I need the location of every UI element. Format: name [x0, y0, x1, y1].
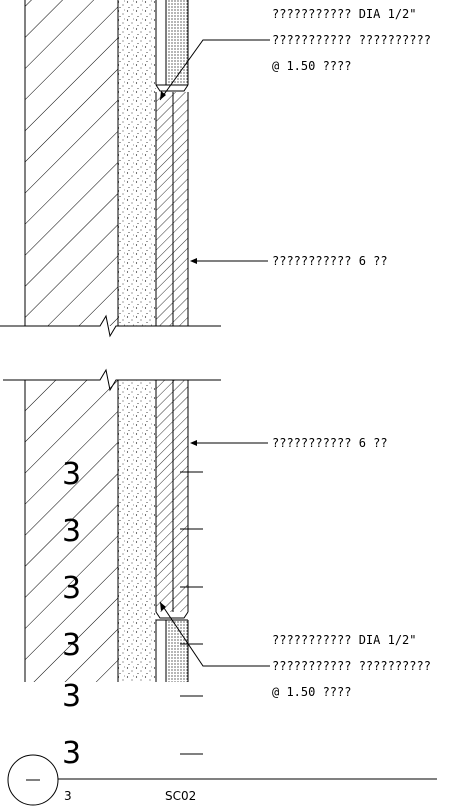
label-top-dowel: ??????????? DIA 1/2": [272, 7, 417, 21]
label-top-spacing: @ 1.50 ????: [272, 59, 351, 73]
concrete-fill-lower: [118, 380, 156, 682]
concrete-fill-upper: [118, 0, 156, 326]
detail-number: 3: [64, 789, 72, 803]
label-bottom-plate: ??????????? 6 ??: [272, 436, 388, 450]
break-line-upper: [0, 314, 221, 338]
marker-2: 3: [62, 514, 81, 549]
insulation-lower: [166, 620, 188, 682]
marker-1: 3: [62, 457, 81, 492]
marker-5: 3: [62, 679, 81, 714]
leader-lines: [159, 39, 270, 667]
upper-wall-section: [0, 0, 221, 338]
insulation-upper: [166, 0, 188, 85]
marker-3: 3: [62, 571, 81, 606]
sheet-reference: SC02: [165, 789, 196, 803]
masonry-wall-upper: [25, 0, 118, 326]
cladding-panel-upper: [156, 92, 188, 326]
label-bottom-note: ??????????? ??????????: [272, 659, 431, 673]
annotation-text: ??????????? DIA 1/2" ??????????? ???????…: [272, 7, 431, 699]
label-top-note: ??????????? ??????????: [272, 33, 431, 47]
label-bottom-spacing: @ 1.50 ????: [272, 685, 351, 699]
detail-title-block: 3 SC02: [7, 754, 437, 806]
wall-markers: 3 3 3 3 3 3: [62, 457, 81, 771]
detail-bubble: [7, 754, 59, 806]
marker-6: 3: [62, 736, 81, 771]
marker-4: 3: [62, 628, 81, 663]
label-bottom-dowel: ??????????? DIA 1/2": [272, 633, 417, 647]
lower-wall-section: [3, 368, 221, 755]
cladding-panel-lower: [156, 380, 188, 612]
label-top-plate: ??????????? 6 ??: [272, 254, 388, 268]
masonry-wall-lower: [25, 380, 118, 682]
